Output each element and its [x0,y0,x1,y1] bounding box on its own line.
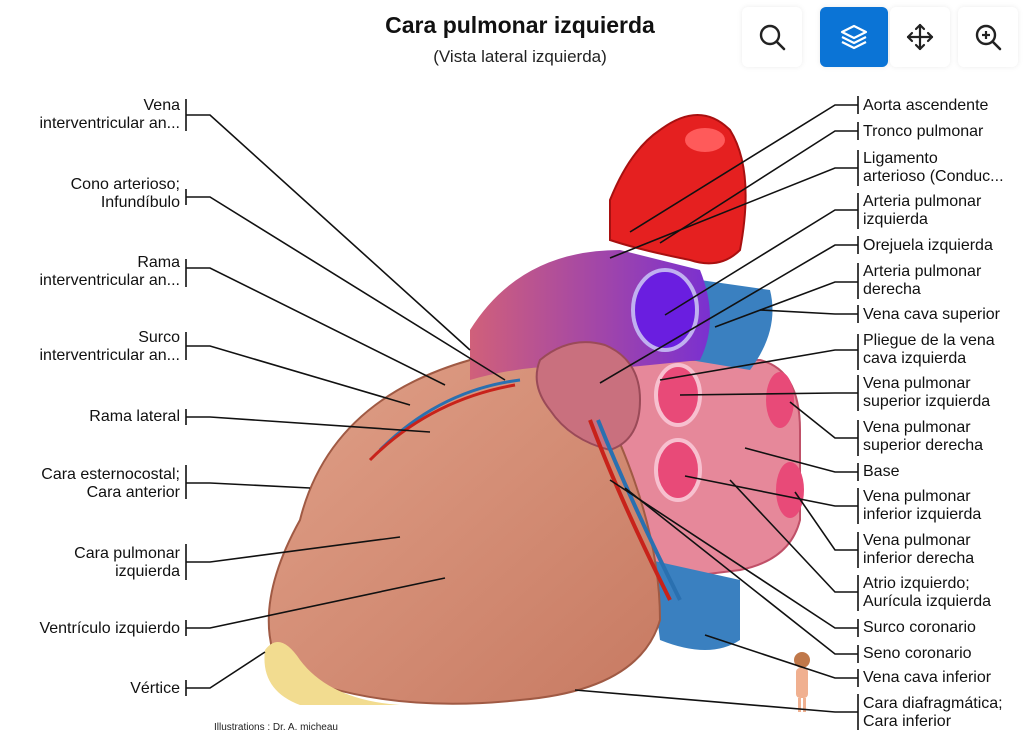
layers-icon [840,24,868,50]
move-icon [906,23,934,51]
layers-button[interactable] [820,7,888,67]
search-icon [759,24,786,51]
label-vena-cava-superior[interactable]: Vena cava superior [863,306,1000,323]
label-orejuela-izquierda[interactable]: Orejuela izquierda [863,237,993,254]
page-subtitle: (Vista lateral izquierda) [433,47,607,66]
label-cono-arterioso[interactable]: Cono arterioso;Infundíbulo [70,176,180,211]
zoom-in-icon [975,24,1002,51]
label-vena-cava-inferior[interactable]: Vena cava inferior [863,669,992,686]
label-cara-diafragmatica[interactable]: Cara diafragmática;Cara inferior [863,695,1003,730]
move-button[interactable] [890,7,950,67]
search-button[interactable] [742,7,802,67]
zoom-in-button[interactable] [958,7,1018,67]
label-aorta-ascendente[interactable]: Aorta ascendente [863,97,989,114]
label-tronco-pulmonar[interactable]: Tronco pulmonar [863,123,984,140]
page-title: Cara pulmonar izquierda [385,12,655,38]
label-cara-esternocostal[interactable]: Cara esternocostal;Cara anterior [41,466,180,501]
illustration-credit: Illustrations : Dr. A. micheau [214,722,338,733]
label-rama-lateral[interactable]: Rama lateral [89,408,180,425]
label-seno-coronario[interactable]: Seno coronario [863,645,972,662]
label-ventriculo-izquierdo[interactable]: Ventrículo izquierdo [39,620,180,637]
label-surco-coronario[interactable]: Surco coronario [863,619,976,636]
label-atrio-izquierdo[interactable]: Atrio izquierdo;Aurícula izquierda [863,575,992,610]
label-base[interactable]: Base [863,463,900,480]
label-vertice[interactable]: Vértice [130,680,180,697]
